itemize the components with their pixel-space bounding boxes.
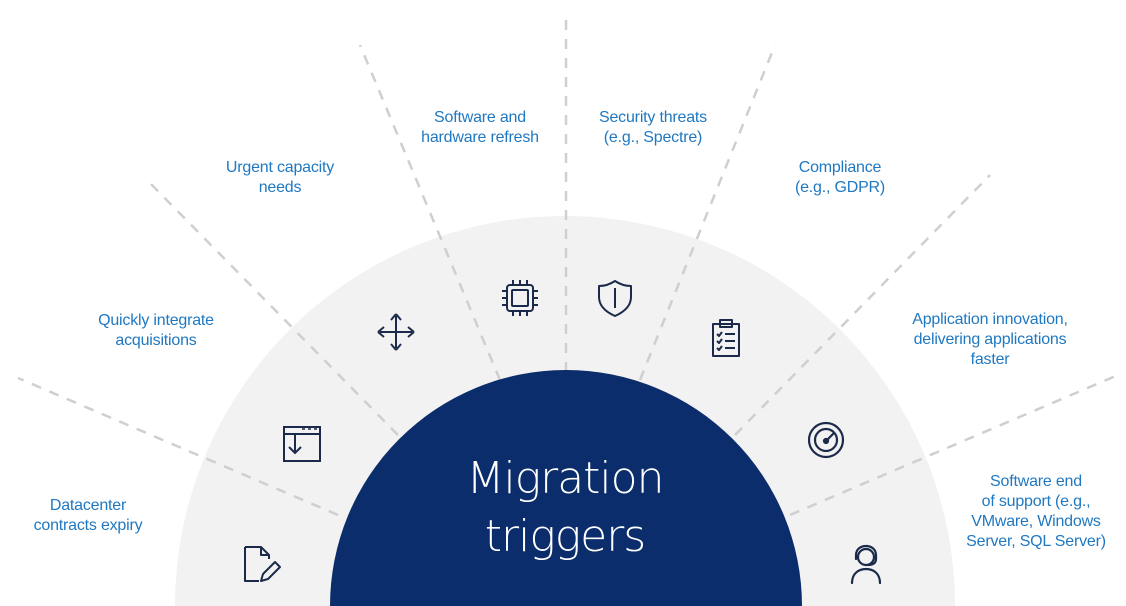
center-title: Migration triggers: [466, 453, 665, 562]
trigger-label-datacenter: Datacenter contracts expiry: [33, 497, 143, 534]
download-window-icon: [283, 426, 321, 462]
ray-2: [144, 177, 399, 436]
gauge-icon: [807, 421, 845, 459]
move-arrows-icon: [377, 313, 415, 351]
chip-icon: [502, 280, 538, 316]
ray-5: [638, 44, 777, 381]
center-semicircle: [330, 370, 802, 606]
person-headset-icon: [850, 544, 882, 585]
dashed-rays: [17, 20, 1119, 517]
clipboard-checklist-icon: [712, 319, 740, 357]
shield-icon: [598, 280, 632, 317]
trigger-label-capacity: Urgent capacity needs: [225, 159, 335, 196]
trigger-label-acquisitions: Quickly integrate acquisitions: [98, 312, 214, 349]
ray-3: [358, 44, 502, 381]
trigger-label-compliance: Compliance (e.g., GDPR): [794, 159, 886, 196]
trigger-label-security: Security threats (e.g., Spectre): [599, 109, 707, 146]
document-edit-icon: [244, 546, 281, 582]
ray-7: [789, 373, 1119, 517]
ray-1: [17, 376, 339, 517]
ray-6: [734, 174, 991, 436]
trigger-label-refresh: Software and hardware refresh: [421, 109, 539, 146]
trigger-label-innovation: Application innovation, delivering appli…: [912, 311, 1068, 368]
trigger-label-end-of-support: Software end of support (e.g., VMware, W…: [966, 473, 1106, 550]
